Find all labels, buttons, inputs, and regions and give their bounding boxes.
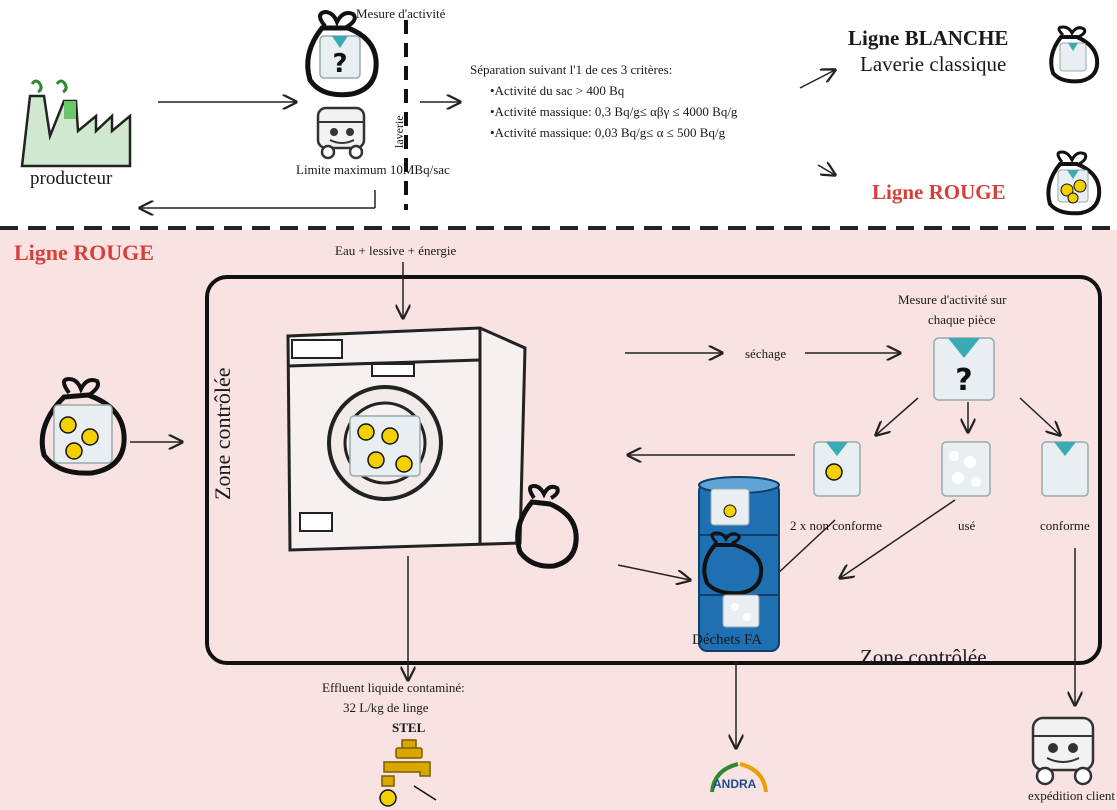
clean-bag-icon	[1049, 25, 1100, 84]
max-limit-label: Limite maximum 10MBq/sac	[296, 162, 450, 177]
tap-icon	[379, 739, 437, 807]
worn-garment-icon	[941, 441, 991, 497]
worn-label: usé	[958, 518, 976, 533]
svg-text:?: ?	[332, 49, 347, 79]
waste-label: Déchets FA	[692, 632, 763, 648]
conform-garment-icon	[1041, 441, 1089, 497]
andra-logo-icon	[710, 762, 768, 793]
andra-label: ANDRA	[713, 777, 757, 791]
criterion-3: •Activité massique: 0,03 Bq/g≤ α ≤ 500 B…	[490, 125, 726, 140]
unknown-bag-icon: ?	[305, 9, 379, 98]
unknown-garment-icon: ?	[933, 337, 995, 401]
activity-measure-label: Mesure d'activité	[356, 6, 446, 21]
shipping-label: expédition client	[1028, 788, 1116, 803]
incoming-radioactive-bag-icon	[39, 376, 127, 476]
factory-icon	[20, 79, 132, 168]
radioactive-bag-icon	[1046, 150, 1102, 216]
red-line-panel	[0, 230, 1117, 810]
nonconform-garment-icon	[813, 441, 861, 497]
white-line-title: Ligne BLANCHE	[848, 26, 1009, 50]
drying-label: séchage	[745, 346, 787, 361]
producer-label: producteur	[30, 168, 113, 189]
truck-icon	[316, 106, 366, 160]
shipping-truck-icon	[1031, 716, 1095, 786]
measure-each-piece-line2: chaque pièce	[928, 312, 996, 327]
zone-bottom-label: Zone contrôlée	[860, 645, 987, 669]
arrow-producer-to-bag	[0, 20, 1117, 230]
stel-label: STEL	[392, 720, 426, 735]
effluent-line2: 32 L/kg de linge	[343, 700, 429, 715]
red-line-title-top: Ligne ROUGE	[872, 180, 1006, 204]
empty-bag-icon	[515, 483, 579, 569]
effluent-line1: Effluent liquide contaminé:	[322, 680, 465, 695]
criterion-1: •Activité du sac > 400 Bq	[490, 83, 625, 98]
zone-vertical-label: Zone contrôlée	[210, 367, 235, 500]
controlled-zone-box	[205, 275, 1102, 665]
waste-barrel-icon	[698, 476, 780, 652]
washing-machine-icon	[286, 326, 527, 552]
inputs-label: Eau + lessive + énergie	[335, 243, 457, 258]
separation-title: Séparation suivant l'1 de ces 3 critères…	[470, 62, 673, 77]
svg-text:?: ?	[955, 363, 972, 398]
conform-label: conforme	[1040, 518, 1090, 533]
criterion-2: •Activité massique: 0,3 Bq/g≤ αβγ ≤ 4000…	[490, 104, 738, 119]
white-line-subtitle: Laverie classique	[860, 52, 1007, 76]
red-line-title-panel: Ligne ROUGE	[14, 240, 154, 265]
twice-nonconform-label: 2 x non conforme	[790, 518, 883, 533]
measure-each-piece-line1: Mesure d'activité sur	[898, 292, 1007, 307]
